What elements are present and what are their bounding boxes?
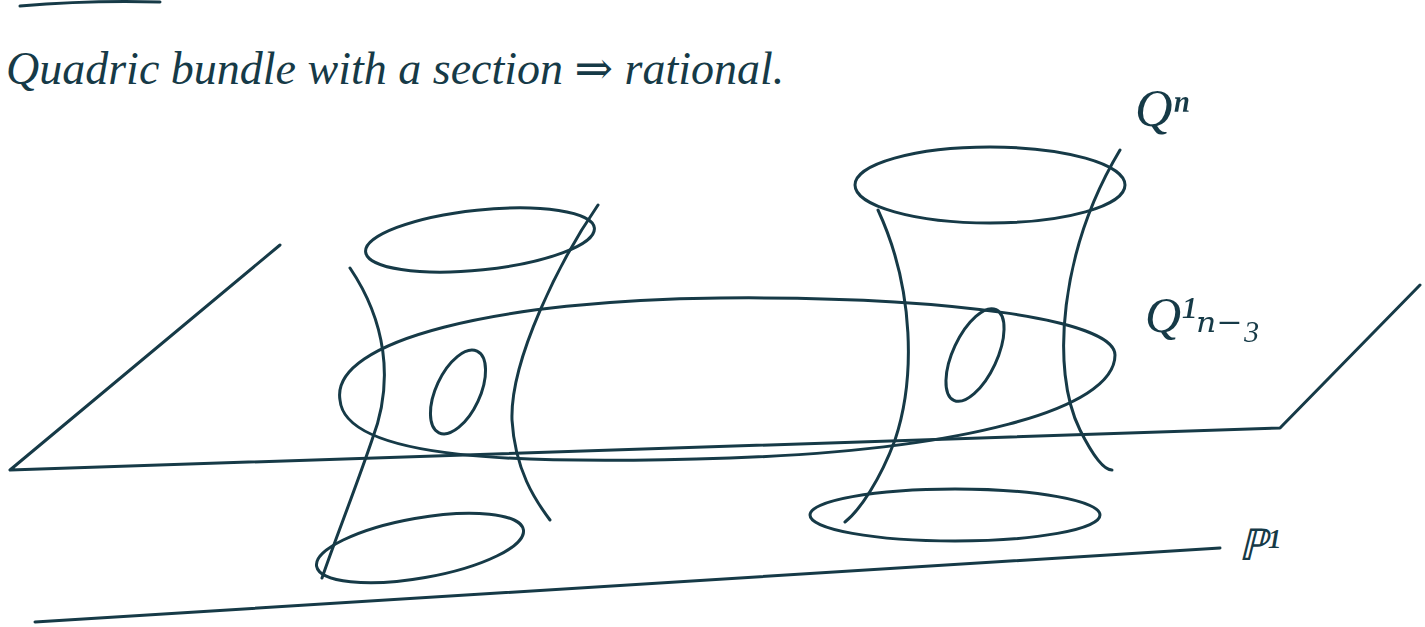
base-line [35,548,1220,622]
fibre-side [1064,150,1120,470]
fibre-bottom-ellipse [311,500,528,596]
base-label: ℙ¹ [1238,522,1280,570]
fibre-conic [419,342,497,442]
fibre-conic [934,300,1016,409]
base-plane [10,245,1420,470]
fibre-label: Qⁿ [1135,80,1189,137]
sketch-title: Quadric bundle with a section ⇒ rational… [6,44,784,95]
subbundle-label: Q¹ₙ₋₃ [1145,288,1260,343]
top-arc [20,2,160,7]
fibre-side [845,210,908,522]
fibre-side [512,205,598,520]
fibre-top-ellipse [855,147,1125,223]
fibre-bottom-ellipse [810,489,1100,541]
fibre-top-ellipse [362,198,597,282]
subbundle-ellipse [340,298,1115,461]
